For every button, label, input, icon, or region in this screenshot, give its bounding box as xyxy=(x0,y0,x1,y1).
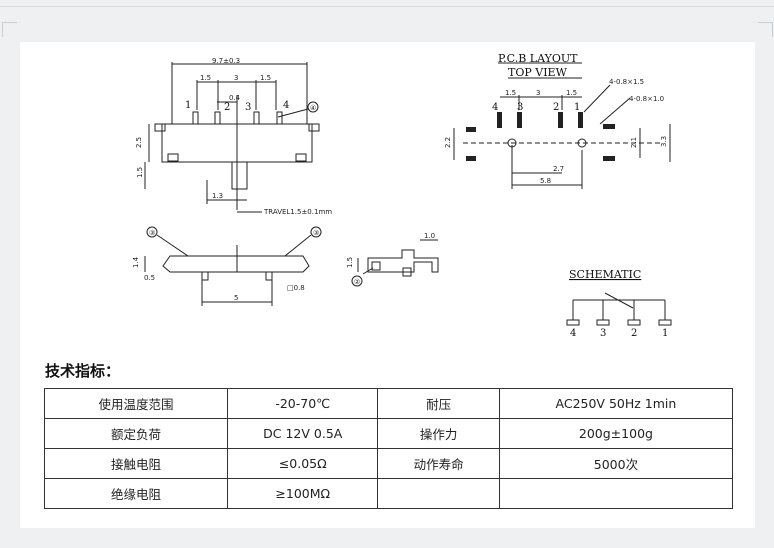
schematic-title: SCHEMATIC xyxy=(569,268,641,281)
spec-label: 耐压 xyxy=(377,388,500,419)
technical-drawing: 9.7±0.3 1.5 3 1.5 0.4 2.5 1.5 1.3 TRAVEL… xyxy=(132,52,672,339)
pcb-pads xyxy=(466,112,615,161)
dim-label: 1.5 xyxy=(566,89,577,97)
corner-mark xyxy=(758,22,773,37)
spec-value: 200g±100g xyxy=(498,418,734,449)
callout-label: ③ xyxy=(149,229,155,237)
dim-overall: 9.7±0.3 xyxy=(212,57,240,65)
spec-label: 动作寿命 xyxy=(377,448,500,479)
dim-label: 2.1 xyxy=(630,137,638,148)
dim-label: 1.0 xyxy=(424,232,435,240)
spec-table: 使用温度范围 -20-70℃ 耐压 AC250V 50Hz 1min 额定负荷 … xyxy=(43,388,734,509)
table-row: 使用温度范围 -20-70℃ 耐压 AC250V 50Hz 1min xyxy=(43,388,734,419)
side-view-body xyxy=(162,255,310,273)
pin-label: 2 xyxy=(224,102,230,113)
spec-value: -20-70℃ xyxy=(227,388,379,419)
slider-knob xyxy=(231,161,248,190)
spec-label: 接触电阻 xyxy=(43,448,229,479)
end-view-body xyxy=(367,249,439,273)
schematic-diagram xyxy=(566,292,672,326)
table-row: 接触电阻 ≤0.05Ω 动作寿命 5000次 xyxy=(43,448,734,479)
dim-label: 1.5 xyxy=(200,74,211,82)
dim-label: 3 xyxy=(234,74,238,82)
callout-label: ③ xyxy=(313,229,319,237)
pcb-title: P.C.B LAYOUT xyxy=(498,52,578,65)
pcb-pin-label: 4 xyxy=(492,102,498,113)
schematic-pin-label: 2 xyxy=(631,328,637,339)
pcb-pin-label: 2 xyxy=(553,102,559,113)
spec-label xyxy=(377,478,500,509)
dim-label: 1.4 xyxy=(132,256,140,268)
spec-heading: 技术指标： xyxy=(45,362,121,380)
top-rule xyxy=(0,6,774,7)
pin-label: 1 xyxy=(185,100,191,111)
dim-label: 2.7 xyxy=(553,165,564,173)
spec-value xyxy=(498,478,734,509)
dim-label: 0.5 xyxy=(144,274,155,282)
spec-label: 操作力 xyxy=(377,418,500,449)
spec-label: 绝缘电阻 xyxy=(43,478,229,509)
pcb-pin-label: 1 xyxy=(574,102,580,113)
dim-label: 1.5 xyxy=(346,257,354,268)
spec-value: 5000次 xyxy=(498,448,734,479)
dim-label: TRAVEL1.5±0.1mm xyxy=(263,208,332,216)
spec-value: ≤0.05Ω xyxy=(227,448,379,479)
dim-label: □0.8 xyxy=(287,284,305,292)
corner-mark xyxy=(2,22,17,37)
pcb-note: 4-0.8×1.5 xyxy=(609,78,644,86)
spec-value: DC 12V 0.5A xyxy=(227,418,379,449)
dim-label: 1.5 xyxy=(505,89,516,97)
pcb-subtitle: TOP VIEW xyxy=(508,66,568,79)
dim-label: 5.8 xyxy=(540,177,551,185)
spec-label: 使用温度范围 xyxy=(43,388,229,419)
schematic-pin-label: 1 xyxy=(662,328,668,339)
dim-label: 3.3 xyxy=(660,136,668,147)
dim-label: 3 xyxy=(536,89,540,97)
spec-value: ≥100MΩ xyxy=(227,478,379,509)
dim-label: 5 xyxy=(234,294,238,302)
dim-label: 1.5 xyxy=(260,74,271,82)
dim-label: 0.4 xyxy=(229,94,241,102)
pcb-pin-label: 3 xyxy=(517,102,523,113)
dim-label: 2.2 xyxy=(444,137,452,148)
pin-label: 3 xyxy=(245,102,251,113)
schematic-pin-label: 3 xyxy=(600,328,606,339)
dim-label: 2.5 xyxy=(135,137,143,148)
pin-label: 4 xyxy=(283,100,289,111)
callout-label: ④ xyxy=(310,104,316,112)
schematic-pin-label: 4 xyxy=(570,328,576,339)
spec-label: 额定负荷 xyxy=(43,418,229,449)
dim-label: 1.3 xyxy=(212,192,223,200)
spec-value: AC250V 50Hz 1min xyxy=(498,388,734,419)
pcb-note: 4-0.8×1.0 xyxy=(629,95,664,103)
dim-label: 1.5 xyxy=(136,167,144,178)
callout-label: ② xyxy=(354,278,360,286)
table-row: 绝缘电阻 ≥100MΩ xyxy=(43,478,734,509)
table-row: 额定负荷 DC 12V 0.5A 操作力 200g±100g xyxy=(43,418,734,449)
